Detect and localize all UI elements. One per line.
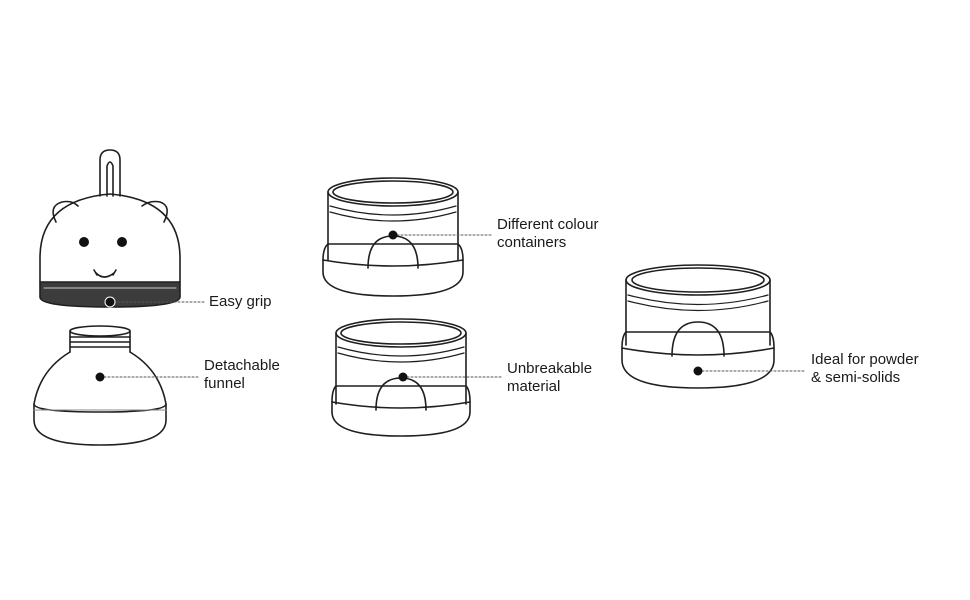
callout-leaders: [99, 234, 807, 378]
callout-different-colour: Different colour containers: [497, 216, 598, 252]
callout-easy-grip: Easy grip: [209, 293, 272, 311]
callout-different-colour-line1: Different colour: [497, 216, 599, 233]
callout-different-colour-line2: containers: [497, 234, 567, 251]
callout-ideal-for-line2: & semi-solids: [811, 369, 901, 386]
dot-different-colour: [388, 230, 398, 240]
callout-easy-grip-line1: Easy grip: [209, 293, 272, 310]
dot-ideal-for: [693, 366, 703, 376]
dot-easy-grip: [104, 296, 116, 308]
callout-ideal-for-line1: Ideal for powder: [811, 351, 919, 368]
callout-dots: [95, 230, 703, 382]
container-bottom-middle: [331, 318, 471, 437]
lid-with-handle: [39, 149, 181, 308]
container-right: [621, 264, 775, 389]
lid-smile: [95, 272, 115, 278]
lid-left-ear: [52, 200, 79, 223]
callout-detachable-funnel: Detachable funnel: [204, 357, 280, 393]
dot-detachable-funnel: [95, 372, 105, 382]
lid-right-ear: [141, 200, 168, 223]
lid-handle: [99, 149, 121, 197]
callout-detachable-funnel-line2: funnel: [204, 375, 245, 392]
callout-unbreakable-line2: material: [507, 378, 561, 395]
funnel-body: [33, 325, 167, 446]
lid-head: [39, 193, 181, 283]
lid-left-eye: [79, 237, 89, 247]
dot-unbreakable: [398, 372, 408, 382]
callout-unbreakable-line1: Unbreakable: [507, 360, 593, 377]
container-top-middle: [322, 177, 464, 297]
lid-right-eye: [117, 237, 127, 247]
callout-ideal-for: Ideal for powder & semi-solids: [811, 351, 919, 387]
callout-unbreakable: Unbreakable material: [507, 360, 592, 396]
callout-detachable-funnel-line1: Detachable: [204, 357, 280, 374]
